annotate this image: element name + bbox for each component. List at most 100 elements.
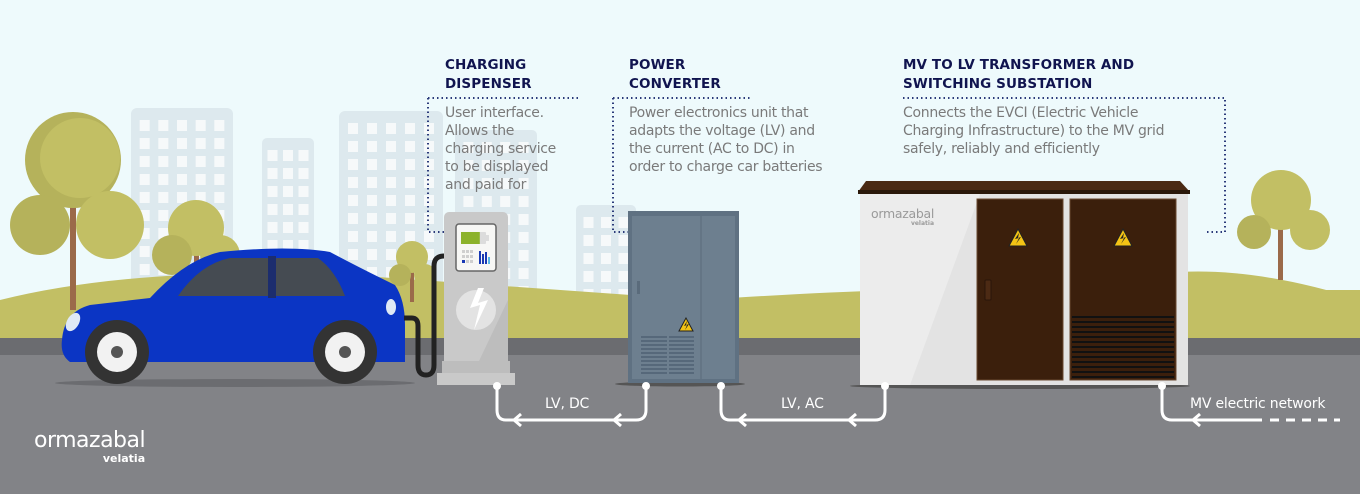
arrowhead: [611, 412, 622, 428]
building-window: [348, 159, 358, 170]
building-window: [214, 156, 225, 167]
building-window: [618, 217, 629, 228]
lightning-icon: [470, 288, 488, 330]
flow-line-mv: [1160, 387, 1262, 422]
building-window: [618, 235, 629, 246]
building-window: [298, 168, 309, 179]
transformer-substation: [850, 181, 1190, 389]
building-window: [618, 253, 629, 264]
building-window: [583, 271, 594, 282]
building-window: [298, 240, 309, 251]
building-window: [518, 142, 529, 153]
building-window: [601, 253, 611, 264]
building-window: [386, 213, 396, 224]
building-window: [283, 222, 293, 233]
building-window: [298, 150, 309, 161]
building-window: [158, 192, 169, 203]
building-window: [158, 228, 169, 239]
building-window: [177, 138, 187, 149]
building-window: [283, 186, 293, 197]
building-window: [139, 246, 150, 257]
building-window: [348, 195, 358, 206]
building-window: [481, 178, 492, 189]
building-window: [583, 217, 594, 228]
component-label-charging-dispenser: CHARGING DISPENSER User interface. Allow…: [445, 56, 556, 194]
door-handle: [984, 279, 992, 301]
building-window: [195, 120, 206, 131]
building-window: [618, 289, 629, 300]
building-window: [405, 159, 415, 170]
building-window: [463, 196, 474, 207]
building-window: [139, 192, 150, 203]
building-window: [367, 231, 377, 242]
building-window: [283, 168, 293, 179]
tree: [1237, 170, 1330, 280]
building-window: [367, 249, 377, 260]
power-converter-cabinet: [615, 211, 745, 387]
building-window: [463, 160, 474, 171]
leader-line-converter: [612, 98, 628, 233]
component-title: CHARGING DISPENSER: [445, 57, 532, 92]
flow-arrows: [495, 387, 1340, 428]
charging-dispenser: [437, 212, 515, 385]
building-window: [424, 123, 434, 134]
flow-line-lv-dc: [495, 387, 648, 422]
building-window: [177, 156, 187, 167]
building-window: [618, 271, 629, 282]
building-window: [214, 192, 225, 203]
component-label-power-converter: POWER CONVERTER Power electronics unit t…: [629, 56, 823, 176]
grass-hill-right: [1180, 271, 1360, 340]
building-window: [177, 192, 187, 203]
arrowhead: [846, 412, 857, 428]
building-window: [348, 213, 358, 224]
building-window: [195, 192, 206, 203]
component-description: User interface. Allows the charging serv…: [445, 105, 556, 193]
building-window: [518, 250, 529, 261]
building-window: [386, 231, 396, 242]
building-window: [500, 196, 511, 207]
building-window: [405, 231, 415, 242]
building-window: [481, 142, 492, 153]
building-window: [298, 204, 309, 215]
building-window: [195, 174, 206, 185]
building-window: [424, 159, 434, 170]
building-window: [481, 160, 492, 171]
building-window: [601, 271, 611, 282]
battery-level: [461, 232, 480, 244]
component-title: MV TO LV TRANSFORMER AND SWITCHING SUBST…: [903, 57, 1135, 92]
building-window: [405, 141, 415, 152]
building-window: [139, 210, 150, 221]
building-window: [195, 138, 206, 149]
component-description: Connects the EVCI (Electric Vehicle Char…: [903, 105, 1165, 157]
arrowhead: [1190, 412, 1201, 428]
building-window: [158, 174, 169, 185]
building-window: [367, 267, 377, 278]
building-window: [139, 156, 150, 167]
building-window: [405, 123, 415, 134]
building-window: [405, 213, 415, 224]
building-window: [463, 142, 474, 153]
building-window: [386, 249, 396, 260]
building-window: [348, 177, 358, 188]
building-window: [139, 228, 150, 239]
building-window: [267, 150, 278, 161]
arrowhead: [736, 412, 747, 428]
lightning-icon-bg: [456, 290, 496, 330]
building-window: [500, 178, 511, 189]
building-window: [424, 177, 434, 188]
connection-points: [493, 382, 1166, 390]
warning-icon: [1113, 227, 1133, 247]
building-window: [500, 160, 511, 171]
tree: [389, 241, 436, 302]
building-window: [267, 168, 278, 179]
building-window: [214, 174, 225, 185]
building-window: [139, 138, 150, 149]
building-window: [298, 186, 309, 197]
building-window: [267, 240, 278, 251]
building-window: [424, 195, 434, 206]
building-window: [601, 217, 611, 228]
building-window: [158, 156, 169, 167]
building-window: [500, 142, 511, 153]
component-label-transformer-substation: MV TO LV TRANSFORMER AND SWITCHING SUBST…: [903, 56, 1165, 158]
leader-line-dispenser: [427, 98, 444, 233]
